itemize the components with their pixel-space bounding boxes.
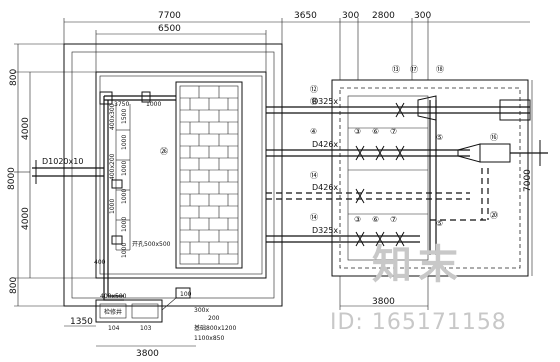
dim-top-right-1: 3650 (294, 11, 317, 21)
callout-4: ④ (310, 127, 317, 136)
note-pit: 检修井 (104, 308, 122, 316)
bottom-pit (95, 276, 191, 323)
inlet-pipe (32, 160, 104, 184)
note-1000d: 1000 (121, 189, 128, 204)
note-103: 103 (140, 325, 152, 332)
valve-house (331, 79, 529, 277)
watermark-id: ID: 165171158 (330, 310, 507, 335)
valve-symbols (355, 102, 405, 247)
pipe-label-a: D325x (312, 97, 338, 106)
dim-top-right-3: 2800 (372, 11, 395, 21)
internal-pipes (99, 91, 176, 276)
callout-c: ⑦ (390, 127, 397, 136)
callout-12: ⑫ (310, 85, 318, 94)
note-400x300: 400x300 (109, 103, 116, 130)
callout-5b: ⑤ (436, 219, 443, 228)
note-104: 104 (108, 325, 120, 332)
dim-top-total: 7700 (158, 11, 181, 21)
dim-bottom-right: 3800 (372, 297, 395, 307)
callout-e: ⑥ (372, 215, 379, 224)
note-400x200: 400x200 (109, 153, 116, 180)
callout-16: ⑯ (490, 133, 498, 142)
dim-bottom-left-offset: 1350 (70, 317, 93, 327)
basin-outer-wall (63, 43, 283, 307)
dim-left-bottom: 800 (9, 277, 19, 294)
note-1100: 1100x850 (194, 335, 224, 342)
callout-a: ③ (354, 127, 361, 136)
note-opening: 开孔500x500 (132, 240, 171, 248)
note-1500: 1500 (121, 109, 128, 124)
dim-bottom-total: 3800 (136, 349, 159, 359)
note-3750: 3750 (114, 101, 129, 108)
callout-5: ⑤ (436, 133, 443, 142)
dim-left-1: 4000 (21, 117, 31, 140)
dim-left-2: 4000 (21, 207, 31, 230)
pipe-label-inlet: D1020x10 (42, 157, 83, 166)
note-1000e: 1000 (121, 217, 128, 232)
callout-f: ⑦ (390, 215, 397, 224)
basin-inner-wall-2 (99, 75, 263, 275)
callout-d: ③ (354, 215, 361, 224)
callout-13: ⑬ (392, 65, 400, 74)
filter-block-inner (179, 85, 239, 265)
filter-block (175, 81, 243, 269)
dim-left-top: 800 (9, 69, 19, 86)
note-1000c: 1000 (121, 161, 128, 176)
note-400x500: 400x500 (100, 293, 127, 300)
note-base: 基础800x1200 (194, 324, 236, 332)
dim-top-right-2: 300 (342, 11, 359, 21)
note-1000f: 1000 (121, 243, 128, 258)
note-200: 200 (208, 315, 220, 322)
basin-inner-wall (95, 71, 267, 279)
pipe-label-d: D325x (312, 226, 338, 235)
note-300: 300x (194, 307, 209, 314)
dim-top-inner: 6500 (158, 24, 181, 34)
dim-left-total: 8000 (7, 167, 17, 190)
pipe-label-c: D426x (312, 183, 338, 192)
callout-17: ⑰ (410, 65, 418, 74)
watermark-logo: 知末 (372, 242, 464, 288)
callout-14b: ⑭ (310, 171, 318, 180)
dimension-lines (14, 18, 533, 347)
callout-14c: ⑭ (310, 213, 318, 222)
dim-top-right-4: 300 (414, 11, 431, 21)
callout-18: ⑱ (436, 65, 444, 74)
callout-14a: ⑭ (310, 97, 318, 106)
note-400: 400 (94, 259, 106, 266)
basin-wall-mid (71, 51, 275, 299)
note-1000a: 1000 (146, 101, 161, 108)
callout-26: ㉖ (160, 147, 168, 156)
outlet-pipes (266, 95, 548, 255)
note-1000g: 1000 (109, 199, 116, 214)
note-100: 100 (180, 291, 192, 298)
callout-20: ⑳ (490, 211, 498, 220)
dim-right-total: 7000 (523, 169, 533, 192)
pipe-label-b: D426x (312, 140, 338, 149)
callout-b: ⑥ (372, 127, 379, 136)
note-1000b: 1000 (121, 135, 128, 150)
filter-hatching (180, 86, 238, 264)
